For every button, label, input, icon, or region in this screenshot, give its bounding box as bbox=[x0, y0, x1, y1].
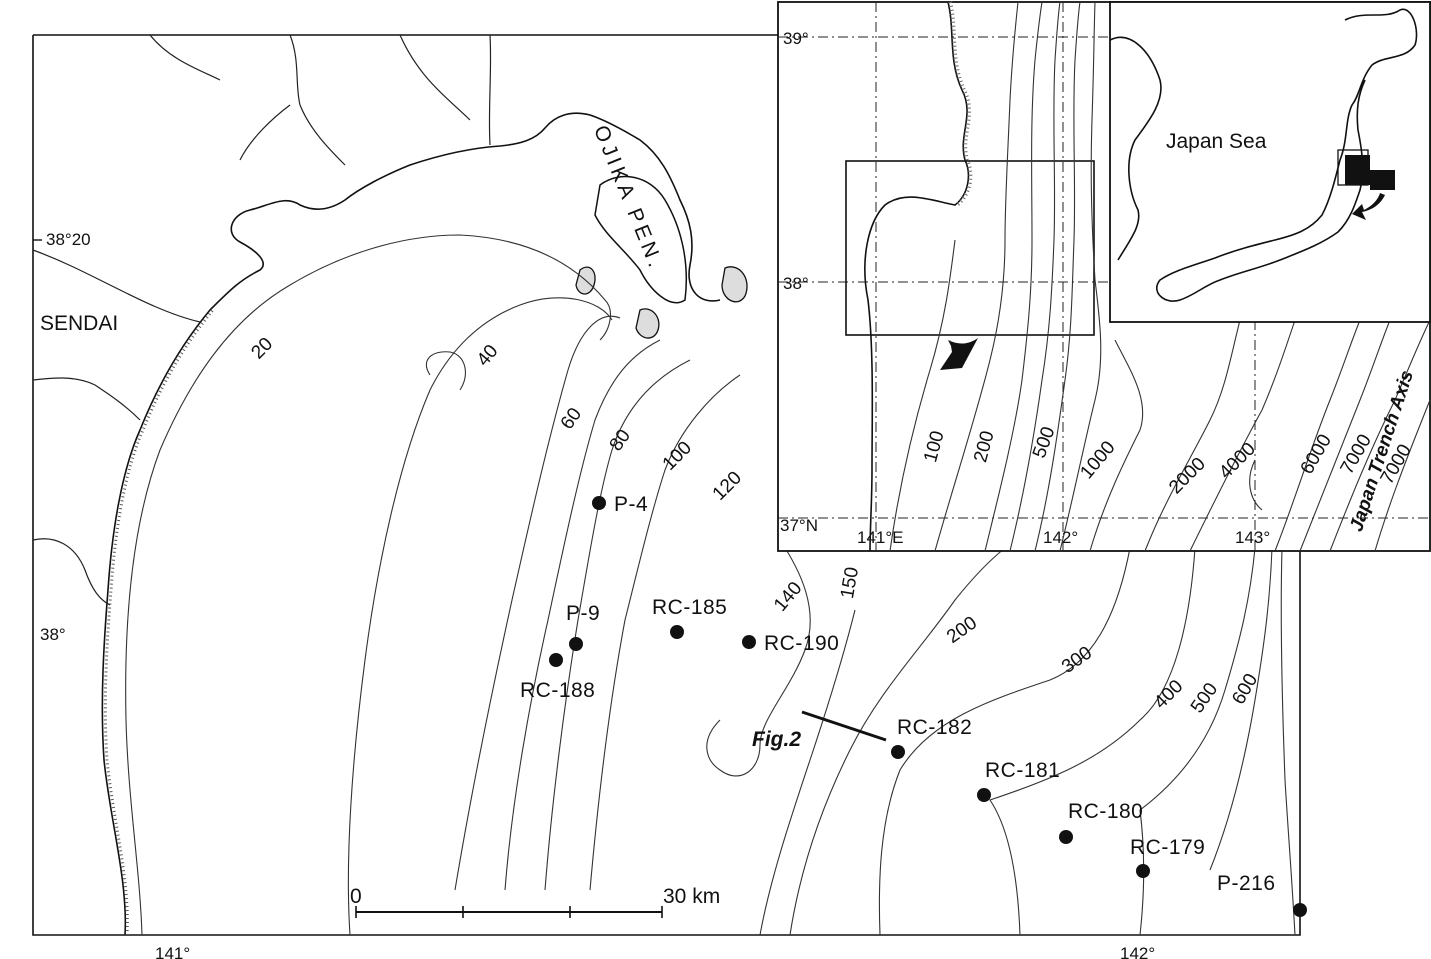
japan-inset-frame bbox=[1109, 1, 1431, 323]
contour-label-120: 120 bbox=[709, 467, 746, 504]
lat-label-38-20: 38°20 bbox=[46, 230, 91, 249]
inset-lon-label-141: 141°E bbox=[857, 528, 904, 547]
station-marker-rc188 bbox=[549, 653, 563, 667]
place-label-ojika: OJIKA PEN. bbox=[589, 122, 668, 274]
location-marker bbox=[1345, 155, 1395, 190]
station-marker-rc182 bbox=[891, 745, 905, 759]
inset-lat-label-38: 38° bbox=[783, 274, 809, 293]
island bbox=[721, 266, 748, 303]
main-map-frame bbox=[32, 34, 1301, 936]
inset-lon-grid bbox=[875, 2, 1256, 551]
scale-label-start: 0 bbox=[350, 885, 362, 908]
scale-label-end: 30 km bbox=[663, 885, 720, 908]
station-marker-p4 bbox=[592, 496, 606, 510]
station-label-rc179: RC-179 bbox=[1130, 836, 1205, 859]
station-label-p9: P-9 bbox=[566, 602, 600, 625]
contour-label-400: 400 bbox=[1150, 676, 1187, 713]
inset-lon-label-143: 143° bbox=[1235, 528, 1270, 547]
japan-inset: Japan Sea bbox=[1109, 1, 1431, 323]
station-marker-rc179 bbox=[1136, 864, 1150, 878]
inset-coastline bbox=[864, 1, 970, 552]
contour-label-200: 200 bbox=[943, 612, 981, 647]
lon-label-141: 141° bbox=[155, 944, 190, 959]
section-label: Fig.2 bbox=[752, 728, 801, 751]
station-marker-p9 bbox=[569, 637, 583, 651]
japan-sea-label: Japan Sea bbox=[1166, 130, 1267, 153]
contour-label-20: 20 bbox=[247, 334, 277, 364]
contour-label-40: 40 bbox=[473, 341, 503, 371]
inset-contours bbox=[889, 1, 1431, 552]
station-label-rc180: RC-180 bbox=[1068, 800, 1143, 823]
stations: P-4 P-9 RC-185 RC-190 RC-188 RC-182 RC-1… bbox=[520, 493, 1307, 917]
contour-label-140: 140 bbox=[770, 578, 806, 616]
inset-lat-label-39: 39° bbox=[783, 29, 809, 48]
station-label-rc185: RC-185 bbox=[652, 596, 727, 619]
island bbox=[635, 308, 660, 339]
contour-label-150: 150 bbox=[837, 565, 863, 600]
inset-lat-label-37: 37°N bbox=[780, 516, 818, 535]
station-marker-rc185 bbox=[670, 625, 684, 639]
inset-lon-label-142: 142° bbox=[1043, 528, 1078, 547]
contour-label-60: 60 bbox=[557, 404, 586, 433]
lat-label-38: 38° bbox=[40, 625, 66, 644]
contour-label-600: 600 bbox=[1228, 670, 1262, 708]
station-label-rc188: RC-188 bbox=[520, 679, 595, 702]
ojika-peninsula-outline bbox=[594, 175, 688, 304]
station-label-p4: P-4 bbox=[614, 493, 648, 516]
depth-contours bbox=[125, 234, 1296, 936]
coastline bbox=[101, 112, 721, 936]
japan-outline bbox=[1156, 8, 1418, 302]
study-area-box bbox=[845, 160, 1095, 336]
station-label-rc182: RC-182 bbox=[897, 716, 972, 739]
inset-arrow-icon bbox=[940, 338, 978, 370]
coastal-stipple bbox=[103, 309, 215, 936]
station-marker-rc180 bbox=[1059, 830, 1073, 844]
station-marker-p216 bbox=[1293, 903, 1307, 917]
station-marker-rc190 bbox=[742, 635, 756, 649]
contour-label-80: 80 bbox=[606, 426, 635, 455]
asia-coastline bbox=[1109, 36, 1162, 261]
station-label-rc181: RC-181 bbox=[985, 759, 1060, 782]
station-label-p216: P-216 bbox=[1217, 872, 1276, 895]
place-label-sendai: SENDAI bbox=[40, 312, 118, 335]
land-boundaries bbox=[32, 34, 492, 606]
inset-lat-grid bbox=[778, 36, 1430, 519]
lon-label-142: 142° bbox=[1120, 944, 1155, 959]
contour-label-100: 100 bbox=[659, 437, 696, 474]
station-label-rc190: RC-190 bbox=[764, 632, 839, 655]
japan-arrow-icon bbox=[1352, 193, 1385, 220]
station-marker-rc181 bbox=[977, 788, 991, 802]
scale-bar: 0 30 km bbox=[350, 885, 720, 918]
section-line bbox=[801, 710, 887, 742]
